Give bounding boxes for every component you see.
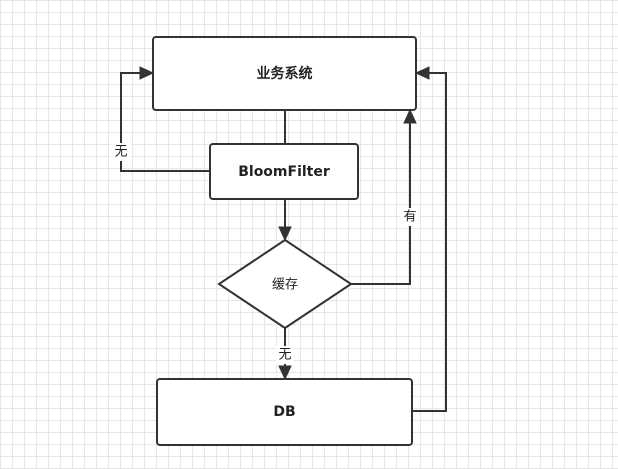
db-to-system-arrowhead [414, 66, 430, 80]
cache-to-system-arrowhead [403, 108, 417, 124]
cache-to-system-label-bg [400, 208, 420, 226]
cache-to-system-line [351, 122, 411, 285]
cache-to-db-label: 无 [278, 348, 291, 363]
bloom-to-system-arrowhead [139, 66, 155, 80]
bloom-to-cache-arrowhead [278, 226, 292, 242]
db-label: DB [273, 404, 295, 420]
bloom-to-system-line [120, 72, 210, 172]
bloom-to-system-label: 无 [114, 145, 127, 160]
cache-to-db-label-bg [276, 346, 294, 364]
cache-decision-label: 缓存 [272, 278, 298, 293]
bloom-filter-label: BloomFilter [238, 164, 330, 180]
cache-to-db-arrowhead [278, 365, 292, 381]
cache-to-system-label: 有 [403, 210, 416, 225]
bloom-to-system-label-bg [111, 143, 131, 161]
business-system-label: 业务系统 [257, 65, 313, 82]
db-to-system-line [412, 72, 447, 412]
